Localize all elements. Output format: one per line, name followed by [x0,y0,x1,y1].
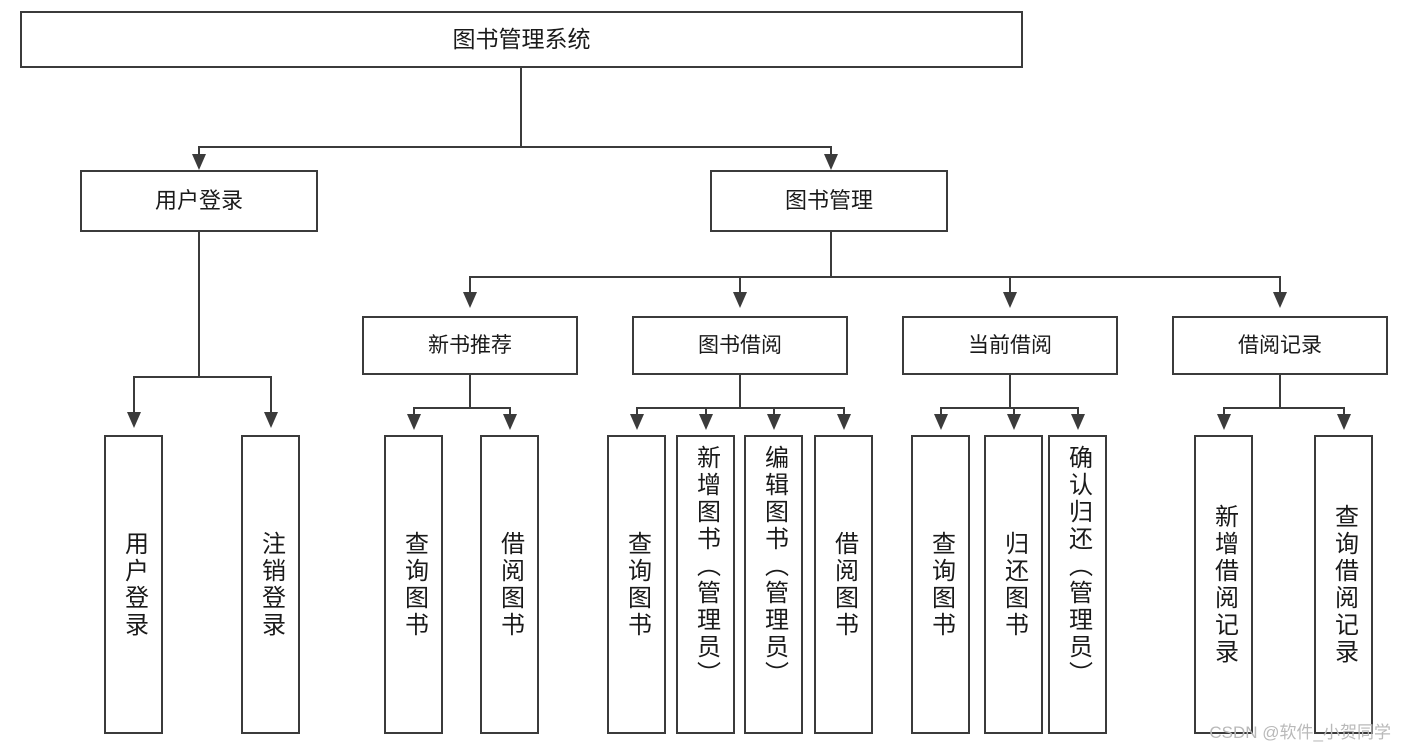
node-book-borrow[interactable]: 图书借阅 [632,316,848,375]
node-user-login[interactable]: 用户登录 [80,170,318,232]
connector-borrow-record-bus [1223,407,1344,409]
node-leaf-query-book-2[interactable]: 查询图书 [607,435,666,734]
connector-book-borrow-stem [739,375,741,408]
arrow-root-to-user-login [192,154,206,170]
arrow-borrow-record-leaf-1 [1217,414,1231,430]
node-leaf-edit-book-admin[interactable]: 编辑图书（管理员） [744,435,803,734]
node-leaf-confirm-return-admin[interactable]: 确认归还（管理员） [1048,435,1107,734]
arrow-root-to-book-management [824,154,838,170]
arrow-borrow-record-leaf-2 [1337,414,1351,430]
node-borrow-record[interactable]: 借阅记录 [1172,316,1388,375]
connector-current-borrow-bus [940,407,1078,409]
node-leaf-borrow-book-1[interactable]: 借阅图书 [480,435,539,734]
node-leaf-borrow-book-1-label: 借阅图书 [496,530,524,639]
node-new-book-recommend[interactable]: 新书推荐 [362,316,578,375]
node-leaf-query-book-1-label: 查询图书 [400,530,428,639]
node-book-management[interactable]: 图书管理 [710,170,948,232]
arrow-bm-to-book-borrow [733,292,747,308]
node-leaf-borrow-book-2[interactable]: 借阅图书 [814,435,873,734]
arrow-book-borrow-leaf-2 [699,414,713,430]
node-leaf-return-book-label: 归还图书 [1000,530,1028,639]
connector-root-bus [198,146,832,148]
connector-user-login-stem [198,232,200,377]
connector-book-borrow-bus [636,407,844,409]
node-leaf-query-book-3[interactable]: 查询图书 [911,435,970,734]
arrow-current-borrow-leaf-2 [1007,414,1021,430]
node-leaf-user-login-label: 用户登录 [120,530,148,639]
arrow-bm-to-new-book [463,292,477,308]
connector-bm-to-current-borrow [1009,276,1011,298]
connector-bm-to-borrow-record [1279,276,1281,298]
connector-book-management-bus [469,276,1281,278]
node-leaf-query-borrow-record[interactable]: 查询借阅记录 [1314,435,1373,734]
arrow-bm-to-current-borrow [1003,292,1017,308]
node-leaf-logout-login[interactable]: 注销登录 [241,435,300,734]
node-current-borrow[interactable]: 当前借阅 [902,316,1118,375]
node-leaf-return-book[interactable]: 归还图书 [984,435,1043,734]
node-new-book-recommend-label: 新书推荐 [428,333,512,357]
arrow-new-book-leaf-1 [407,414,421,430]
arrow-book-borrow-leaf-4 [837,414,851,430]
node-leaf-borrow-book-2-label: 借阅图书 [830,530,858,639]
node-leaf-add-book-admin-label: 新增图书（管理员） [692,445,720,688]
connector-bm-to-book-borrow [739,276,741,298]
node-leaf-query-borrow-record-label: 查询借阅记录 [1330,503,1358,666]
connector-bm-to-new-book [469,276,471,298]
watermark-credit: CSDN @软件_小贺同学 [1209,723,1391,742]
connector-new-book-stem [469,375,471,408]
node-root-label: 图书管理系统 [452,25,591,52]
node-root-system[interactable]: 图书管理系统 [20,11,1023,68]
node-leaf-confirm-return-admin-label: 确认归还（管理员） [1064,445,1092,688]
node-leaf-logout-login-label: 注销登录 [257,530,285,639]
arrow-user-login-leaf-1 [127,412,141,428]
connector-book-management-stem [830,232,832,277]
node-leaf-edit-book-admin-label: 编辑图书（管理员） [760,445,788,688]
node-leaf-add-borrow-record[interactable]: 新增借阅记录 [1194,435,1253,734]
node-user-login-label: 用户登录 [154,187,243,213]
arrow-bm-to-borrow-record [1273,292,1287,308]
connector-user-login-drop-2 [270,376,272,419]
node-borrow-record-label: 借阅记录 [1238,333,1322,357]
node-book-borrow-label: 图书借阅 [698,333,782,357]
arrow-user-login-leaf-2 [264,412,278,428]
node-leaf-query-book-1[interactable]: 查询图书 [384,435,443,734]
arrow-current-borrow-leaf-3 [1071,414,1085,430]
node-book-management-label: 图书管理 [784,187,873,213]
node-leaf-user-login[interactable]: 用户登录 [104,435,163,734]
node-leaf-add-book-admin[interactable]: 新增图书（管理员） [676,435,735,734]
node-leaf-query-book-2-label: 查询图书 [623,530,651,639]
arrow-current-borrow-leaf-1 [934,414,948,430]
connector-root-stem [520,68,522,147]
connector-user-login-drop-1 [133,376,135,419]
node-leaf-query-book-3-label: 查询图书 [927,530,955,639]
arrow-book-borrow-leaf-1 [630,414,644,430]
arrow-new-book-leaf-2 [503,414,517,430]
connector-current-borrow-stem [1009,375,1011,408]
connector-new-book-bus [413,407,511,409]
connector-borrow-record-stem [1279,375,1281,408]
arrow-book-borrow-leaf-3 [767,414,781,430]
node-current-borrow-label: 当前借阅 [968,333,1052,357]
connector-user-login-bus [133,376,271,378]
node-leaf-add-borrow-record-label: 新增借阅记录 [1210,503,1238,666]
